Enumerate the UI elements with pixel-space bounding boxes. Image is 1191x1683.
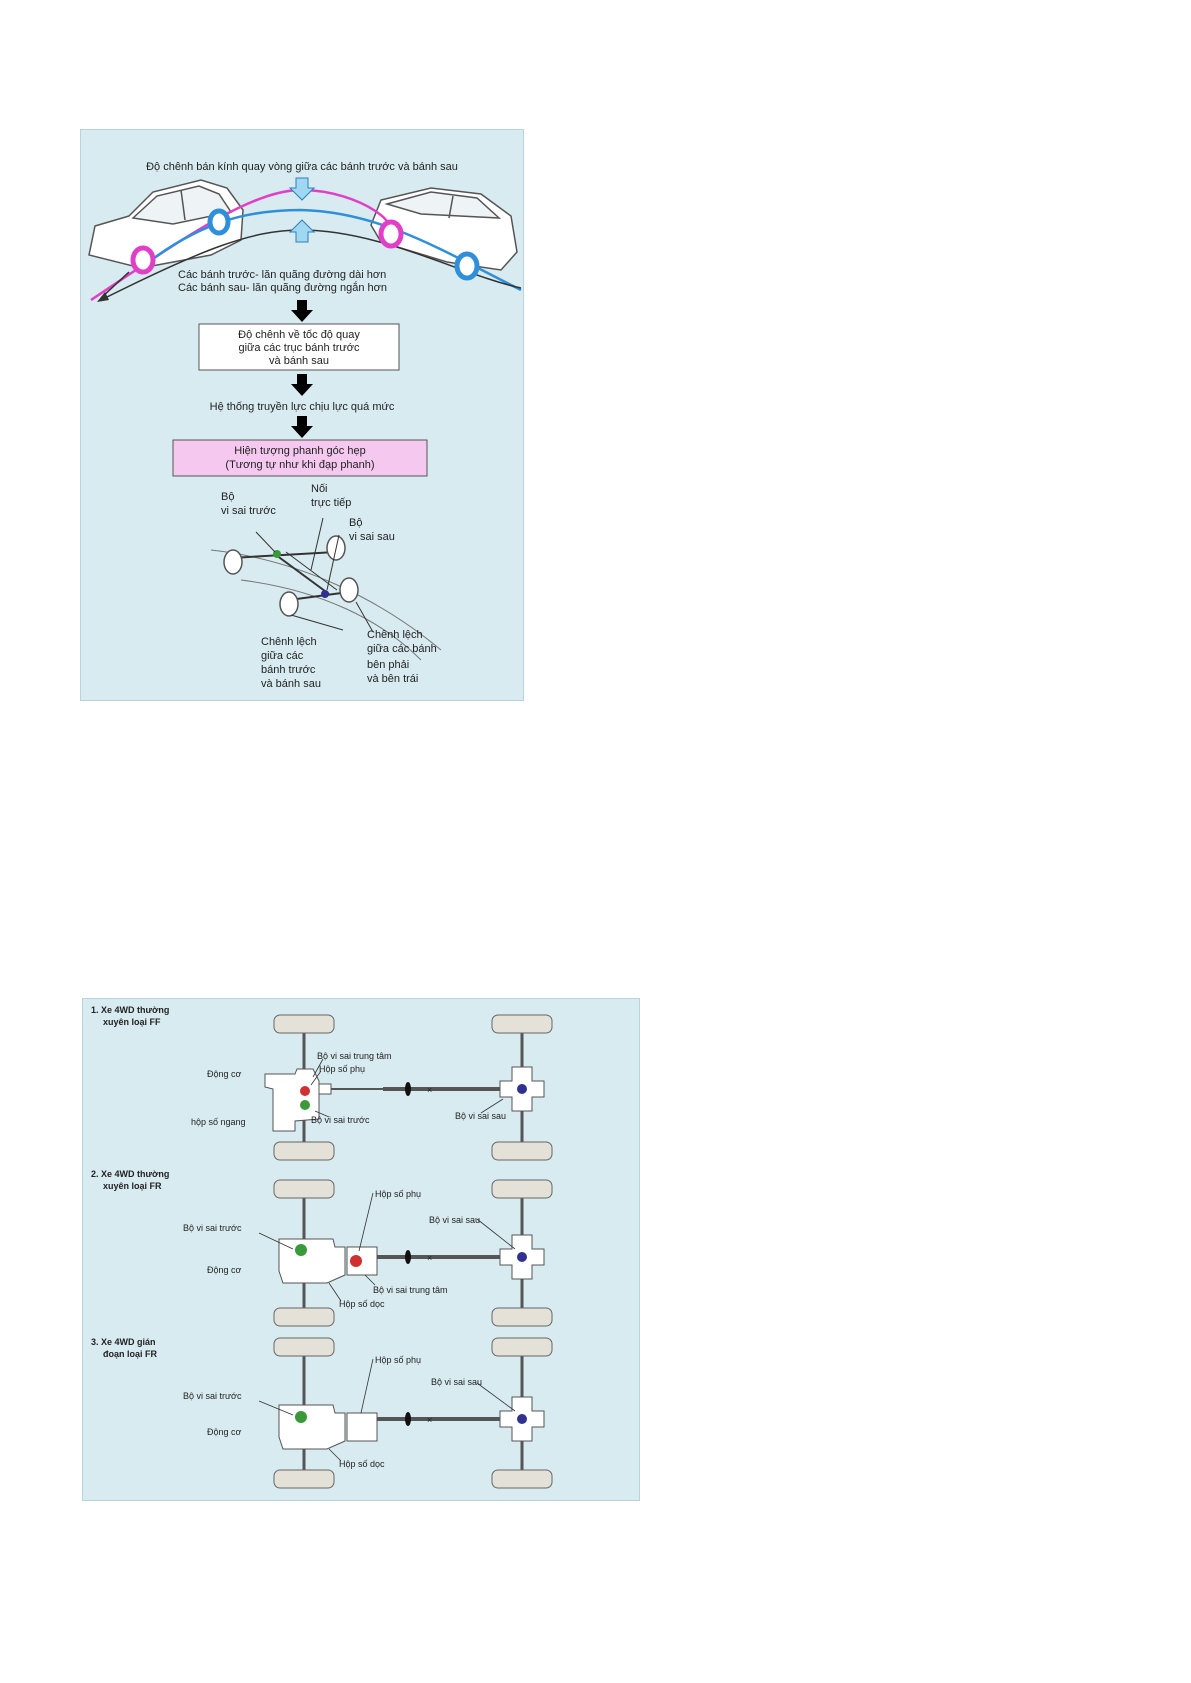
flow-arrow-icon [291,374,313,396]
rear-diff-label-1: Bộ [349,517,362,529]
fr-transfer-label: Hộp số phụ [375,1189,421,1199]
title3-line1: 3. Xe 4WD gián [91,1337,156,1347]
title2-line2: xuyên loại FR [103,1181,162,1191]
drivetrain-sketch [210,517,442,661]
layout-ff: 1. Xe 4WD thường xuyên loại FF × Bộ vi s… [91,1005,553,1161]
svg-text:×: × [427,1085,432,1095]
left-right-diff-2: giữa các bánh [367,643,437,655]
front-diff-label-2: vi sai trước [221,505,276,517]
title1-line1: 1. Xe 4WD thường [91,1005,169,1015]
rear-wheel-path [140,208,522,292]
tight-corner-braking-box [172,439,428,477]
turning-radius-svg: Độ chênh bán kính quay vòng giữa các bán… [88,161,522,690]
rear-diff-label-2: vi sai sau [349,531,395,543]
ff-center-diff-label: Bộ vi sai trung tâm [317,1051,392,1061]
rear-wheels-text: Các bánh sau- lăn quãng đường ngắn hơn [178,281,387,294]
fr-rear-diff-label: Bộ vi sai sau [429,1215,480,1225]
rear-diff-dot [517,1414,527,1424]
radius-arrow-icons [288,177,316,243]
turning-radius-diagram: Độ chênh bán kính quay vòng giữa các bán… [80,129,524,701]
box1-line3: và bánh sau [269,355,329,367]
front-rear-diff-3: bánh trước [261,664,316,676]
fr2-rear-diff-label: Bộ vi sai sau [431,1377,482,1387]
box3-line2: (Tương tự như khi đạp phanh) [225,459,374,471]
front-rear-diff-4: và bánh sau [261,678,321,690]
ff-rear-diff-label: Bộ vi sai sau [455,1111,506,1121]
center-diff-dot [350,1255,362,1267]
front-diff-dot [295,1411,307,1423]
front-rear-diff-1: Chênh lệch [261,636,317,648]
left-right-diff-1: Chênh lệch [367,629,423,641]
rear-diff-dot [321,590,329,598]
box3-line1: Hiện tượng phanh góc hẹp [234,445,365,457]
layout-fr-parttime: 3. Xe 4WD gián đoạn loại FR × Hộp số phụ… [91,1337,553,1489]
caption-top: Độ chênh bán kính quay vòng giữa các bán… [146,161,458,173]
box1-line1: Độ chênh về tốc độ quay [238,329,360,341]
flow-arrow-icon [291,300,313,322]
layout-fr-fulltime: 2. Xe 4WD thường xuyên loại FR × Hộp số … [91,1169,553,1327]
right-car-illustration [370,187,518,271]
front-diff-label-1: Bộ [221,491,234,503]
front-wheels-text: Các bánh trước- lăn quãng đường dài hơn [178,269,386,281]
rear-diff-dot [517,1084,527,1094]
rear-diff-dot [517,1252,527,1262]
title1-line2: xuyên loại FF [103,1017,161,1027]
svg-text:×: × [427,1253,432,1263]
wheel-icons [130,208,480,281]
fr2-engine-label: Động cơ [207,1427,242,1437]
ff-front-diff-label: Bộ vi sai trước [311,1115,370,1125]
box1-line2: giữa các trục bánh trước [239,342,360,354]
front-diff-dot [300,1100,310,1110]
ff-gearbox-label: hộp số ngang [191,1117,246,1127]
speed-difference-box [198,323,400,371]
overload-text: Hệ thống truyền lực chịu lực quá mức [210,401,395,413]
front-rear-diff-2: giữa các [261,650,304,662]
fr-engine-label: Động cơ [207,1265,242,1275]
front-diff-dot [295,1244,307,1256]
direct-label-2: trực tiếp [311,497,351,509]
fr2-transfer-label: Hộp số phụ [375,1355,421,1365]
title2-line1: 2. Xe 4WD thường [91,1169,169,1179]
fr2-gearbox-label: Hộp số dọc [339,1459,385,1469]
fr-front-diff-label: Bộ vi sai trước [183,1223,242,1233]
svg-text:×: × [427,1415,432,1425]
title3-line2: đoạn loại FR [103,1349,158,1359]
fr-gearbox-label: Hộp số dọc [339,1299,385,1309]
4wd-layouts-svg: 1. Xe 4WD thường xuyên loại FF × Bộ vi s… [91,1005,553,1489]
4wd-layouts-diagram: 1. Xe 4WD thường xuyên loại FF × Bộ vi s… [82,998,640,1501]
ff-transfer-label: Hộp số phụ [319,1064,365,1074]
ff-engine-label: Động cơ [207,1069,242,1079]
direction-arrow-icon [97,292,109,302]
left-right-diff-3: bên phải [367,659,409,671]
fr2-front-diff-label: Bộ vi sai trước [183,1391,242,1401]
flow-arrow-icon [291,416,313,438]
center-diff-dot [300,1086,310,1096]
left-right-diff-4: và bên trái [367,673,418,685]
fr-center-diff-label: Bộ vi sai trung tâm [373,1285,448,1295]
direct-label-1: Nối [311,483,328,495]
